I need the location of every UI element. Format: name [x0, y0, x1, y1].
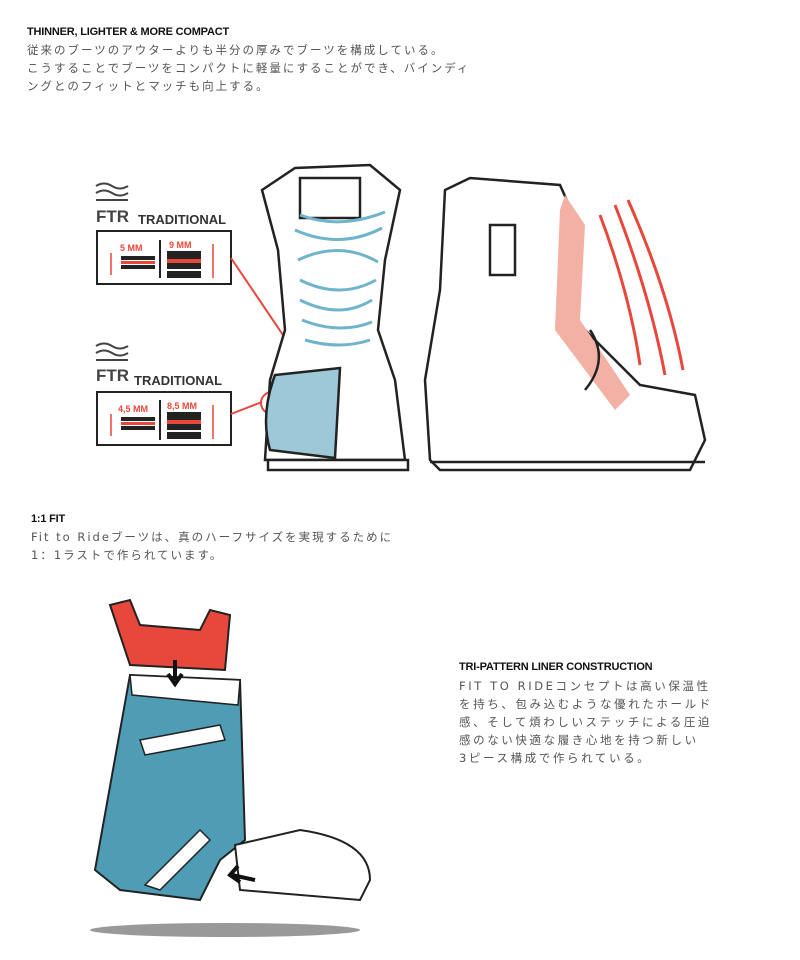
- ftr-value: 4,5 MM: [118, 404, 148, 414]
- text-line: 従来のブーツのアウターよりも半分の厚みでブーツを構成している。: [27, 43, 445, 57]
- traditional-label: TRADITIONAL: [134, 373, 222, 388]
- section-heading-fit: 1:1 FIT: [31, 513, 66, 525]
- text-line: ングとのフィットとマッチも向上する。: [27, 79, 270, 93]
- text-line: 1：1ラストで作られています。: [31, 548, 224, 562]
- boot-front-view: [260, 163, 410, 472]
- section-text-liner: FIT TO RIDEコンセプトは高い保温性 を持ち、包み込むような優れたホール…: [459, 677, 713, 767]
- section-heading-compact: THINNER, LIGHTER & MORE COMPACT: [27, 26, 229, 38]
- text-line: を持ち、包み込むような優れたホールド: [459, 697, 713, 711]
- ftr-value: 5 MM: [120, 243, 143, 253]
- text-line: Fit to Rideブーツは、真のハーフサイズを実現するために: [31, 530, 394, 544]
- text-line: 感、そして煩わしいステッチによる圧迫: [459, 715, 713, 729]
- ftr-comparison-1: FTR TRADITIONAL 5 MM 9 MM: [95, 182, 232, 285]
- svg-text:FTR: FTR: [96, 366, 129, 385]
- boot-side-view: [423, 176, 707, 472]
- section-text-fit: Fit to Rideブーツは、真のハーフサイズを実現するために 1：1ラストで…: [31, 528, 393, 564]
- text-line: 感のない快適な履き心地を持つ新しい: [459, 733, 699, 747]
- text-line: FIT TO RIDEコンセプトは高い保温性: [459, 679, 711, 693]
- tri-pattern-liner-illustration: [90, 598, 372, 937]
- traditional-label: TRADITIONAL: [138, 212, 226, 227]
- traditional-value: 9 MM: [169, 240, 192, 250]
- section-heading-liner: TRI-PATTERN LINER CONSTRUCTION: [459, 661, 653, 673]
- ftr-comparison-2: FTR TRADITIONAL 4,5 MM 8,5 MM: [95, 342, 232, 446]
- section-text-compact: 従来のブーツのアウターよりも半分の厚みでブーツを構成している。 こうすることでブ…: [27, 41, 470, 95]
- text-line: 3ピース構成で作られている。: [459, 751, 652, 765]
- text-line: こうすることでブーツをコンパクトに軽量にすることができ、バインディ: [27, 61, 471, 75]
- svg-text:FTR: FTR: [96, 207, 129, 226]
- traditional-value: 8,5 MM: [167, 401, 197, 411]
- boot-thickness-illustration: FTR TRADITIONAL 5 MM 9 MM FTR TRADITIONA…: [95, 163, 707, 472]
